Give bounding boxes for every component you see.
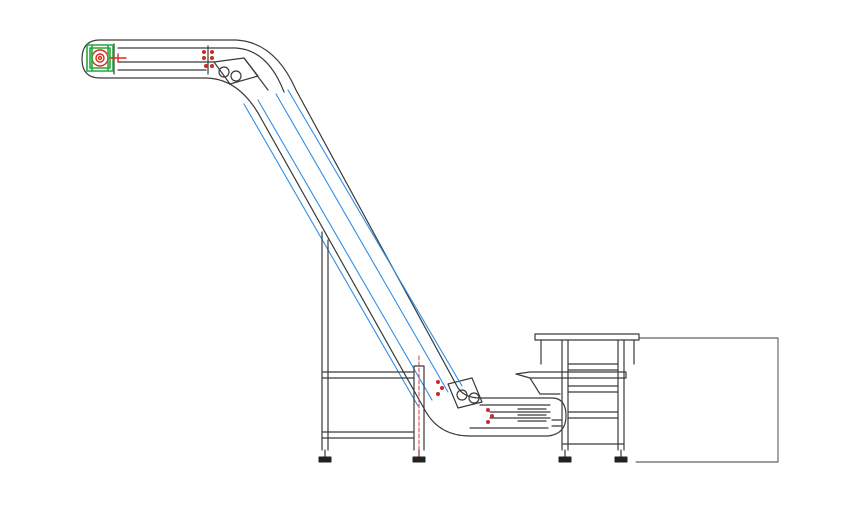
foot-2: [412, 456, 426, 463]
support-crossbar-upper: [321, 371, 415, 379]
foot-1: [318, 456, 332, 463]
drive-motor-icon: [86, 44, 127, 72]
belt-line-3: [257, 99, 433, 401]
dimension-bracket: [635, 337, 779, 463]
foot-3: [558, 456, 572, 463]
support-crossbar-lower: [321, 431, 415, 439]
belt-line-4: [243, 103, 419, 407]
foot-4: [614, 456, 628, 463]
boot-curve-plate: [447, 377, 483, 409]
support-leg-rear-left: [321, 231, 329, 451]
belt-line-2: [275, 93, 449, 393]
head-inner-rail-top: [117, 47, 285, 93]
support-leg-foot-rods: [324, 449, 420, 459]
boot-slot-1: [517, 408, 547, 422]
conveyor-outer-outline: [81, 39, 567, 437]
feed-table: [515, 333, 640, 459]
belt-line-1: [287, 89, 463, 387]
head-curve-plate-edge: [243, 57, 269, 91]
